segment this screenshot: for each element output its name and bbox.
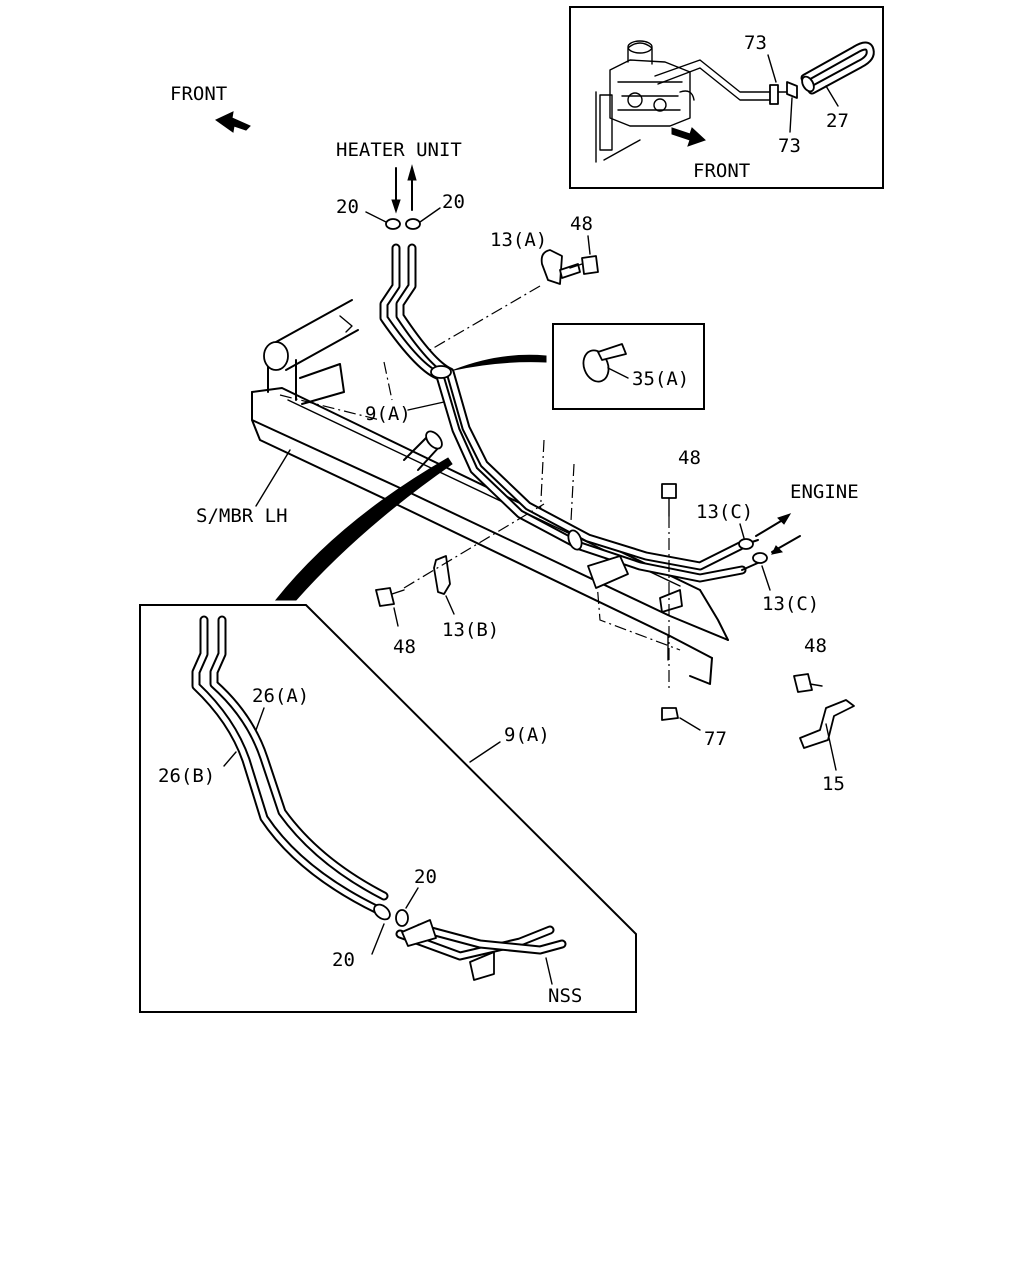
inset-reservoir-detail: 73 73 27 FRONT <box>569 6 884 189</box>
engine-label: ENGINE <box>790 481 859 503</box>
callout-20-detail-top: 20 <box>414 866 437 888</box>
side-member-label: S/MBR LH <box>196 505 288 527</box>
callout-48-mid: 48 <box>678 447 701 469</box>
callout-20-left: 20 <box>336 196 359 218</box>
callout-35a: 35(A) <box>632 368 689 390</box>
callout-13a: 13(A) <box>490 229 547 251</box>
bracket-15: 48 15 <box>793 635 855 795</box>
front-arrow-icon <box>215 111 251 133</box>
clamp-35a-detail: 35(A) <box>453 323 705 410</box>
callout-73-bottom: 73 <box>778 135 801 157</box>
callout-48-lower: 48 <box>393 636 416 658</box>
callout-13b: 13(B) <box>442 619 499 641</box>
heater-unit-label: HEATER UNIT <box>336 139 462 161</box>
callout-77: 77 <box>704 728 727 750</box>
callout-9a-main: 9(A) <box>365 403 411 425</box>
detail-pipe-assembly: 26(A) 26(B) 9(A) 20 20 NSS <box>139 604 637 1013</box>
front-label: FRONT <box>170 83 227 105</box>
clamp-13a: 13(A) 48 <box>429 213 599 351</box>
clamp-13b: 48 13(B) <box>375 503 545 658</box>
nss-label: NSS <box>548 985 582 1007</box>
callout-27: 27 <box>826 110 849 132</box>
callout-48-top: 48 <box>570 213 593 235</box>
callout-48-right: 48 <box>804 635 827 657</box>
callout-73-top: 73 <box>744 32 767 54</box>
callout-13c-top: 13(C) <box>696 501 753 523</box>
callout-13c-bottom: 13(C) <box>762 593 819 615</box>
callout-9a-detail: 9(A) <box>504 724 550 746</box>
detail-pointer <box>274 457 453 601</box>
pipe-9a: 9(A) <box>365 243 747 583</box>
callout-26a: 26(A) <box>252 685 309 707</box>
engine-connection: 48 ENGINE 13(C) 13(C) 77 <box>661 447 859 750</box>
front-label-inset: FRONT <box>693 160 750 182</box>
main-assembly: FRONT HEATER UNIT 20 20 <box>170 83 859 795</box>
callout-20-detail-bottom: 20 <box>332 949 355 971</box>
side-member-frame: S/MBR LH <box>196 299 729 685</box>
callout-20-right: 20 <box>442 191 465 213</box>
callout-15: 15 <box>822 773 845 795</box>
callout-26b: 26(B) <box>158 765 215 787</box>
